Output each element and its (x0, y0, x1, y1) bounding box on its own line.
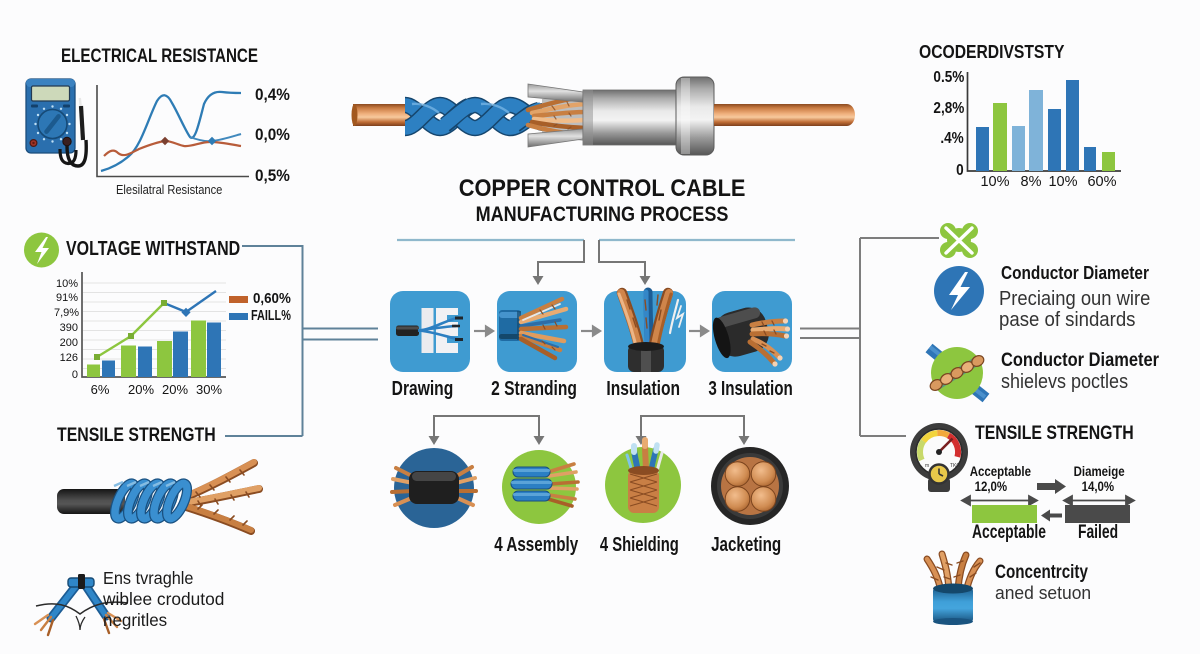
svg-text:TKG: TKG (950, 463, 960, 469)
svg-text:m: m (925, 463, 929, 469)
